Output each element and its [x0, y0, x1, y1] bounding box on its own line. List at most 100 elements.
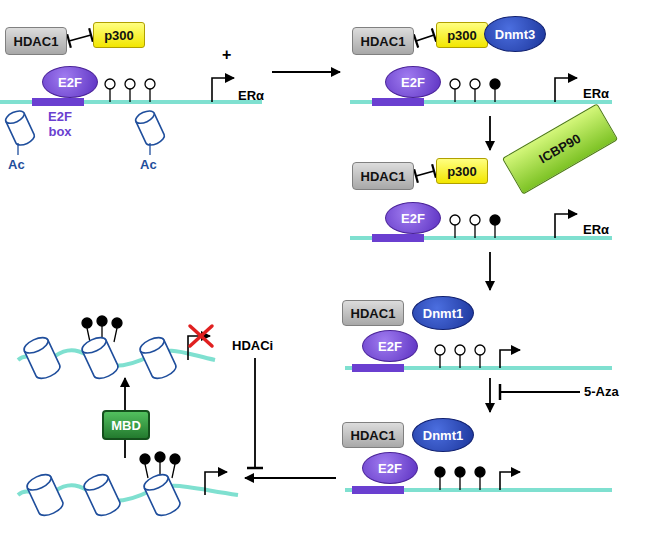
annotation-label: ERα: [583, 222, 609, 237]
unmethylated-cpg: [455, 345, 465, 355]
nucleosome: [80, 334, 120, 381]
methylated-cpg: [440, 477, 480, 490]
annotation-label: Ac: [140, 157, 157, 172]
nucleosome: [4, 108, 36, 147]
methylated-cpg: [475, 467, 485, 477]
node-label: p300: [447, 164, 477, 179]
e2f-box-bar: [352, 486, 404, 494]
annotation-label: Ac: [8, 157, 25, 172]
unmethylated-cpg: [450, 215, 460, 225]
nucleosome: [80, 334, 109, 356]
unmethylated-cpg: [450, 79, 460, 89]
protein-box: HDAC1: [342, 300, 404, 326]
e2f-box-bar: [352, 364, 404, 372]
protein-box: MBD: [102, 410, 150, 440]
process-arrow: [245, 477, 336, 479]
methylated-cpg: [490, 215, 500, 225]
methylated-cpg: [170, 454, 180, 464]
nucleosome: [134, 108, 156, 126]
process-arrow: [272, 71, 340, 73]
unmethylated-cpg: [105, 79, 115, 89]
node-label: p300: [104, 28, 134, 43]
transcription-start-arrow: [188, 78, 577, 495]
nucleosome: [22, 334, 62, 381]
transcription-start-arrow: [555, 78, 577, 102]
unmethylated-cpg: [475, 345, 485, 355]
protein-oval: E2F: [362, 330, 418, 362]
node-label: HDAC1: [351, 306, 396, 321]
protein-box: p300: [436, 158, 488, 184]
unmethylated-cpg: [105, 79, 485, 368]
inhibition-line: [255, 358, 580, 468]
unmethylated-cpg: [110, 89, 150, 102]
node-label: Dnmt3: [495, 27, 535, 42]
protein-oval: E2F: [385, 66, 441, 98]
blocked-transcription-mark: [190, 326, 212, 346]
methylated-cpg: [494, 89, 495, 102]
protein-oval: Dnmt1: [412, 296, 474, 330]
nucleosome: [82, 471, 111, 493]
methylated-cpg: [494, 225, 495, 238]
transcription-start-arrow: [500, 350, 520, 368]
e2f-box-bar: [372, 234, 424, 242]
blocked-transcription-mark: [190, 326, 212, 346]
transcription-start-arrow: [555, 214, 577, 238]
nucleosome: [142, 471, 182, 518]
inhibition-connector: [69, 35, 91, 41]
leader-line: [149, 143, 150, 155]
protein-oval: E2F: [385, 202, 441, 234]
node-label: p300: [447, 28, 477, 43]
annotation-label: HDACi: [232, 338, 273, 353]
e2f-box-bar: [32, 98, 84, 106]
node-label: E2F: [401, 211, 425, 226]
nucleosome: [4, 108, 26, 126]
nucleosome: [138, 334, 167, 356]
protein-oval: Dnmt1: [412, 418, 474, 452]
transcription-start-arrow: [205, 472, 227, 495]
unmethylated-cpg: [470, 215, 480, 225]
blocked-transcription-mark: [190, 326, 212, 346]
inhibition-connector: [416, 35, 434, 41]
protein-box: HDAC1: [342, 422, 404, 448]
transcription-start-arrow: [500, 472, 520, 490]
nucleosome: [25, 471, 54, 493]
process-arrow: [489, 378, 491, 412]
methylated-cpg: [82, 318, 92, 328]
protein-oval: E2F: [42, 66, 98, 98]
e2f-box-bar: [32, 98, 424, 494]
node-label: E2F: [58, 75, 82, 90]
methylated-cpg: [112, 318, 122, 328]
node-label: HDAC1: [14, 34, 59, 49]
unmethylated-cpg: [440, 355, 480, 368]
methylated-cpg: [97, 316, 107, 326]
unmethylated-cpg: [455, 89, 475, 102]
protein-box: HDAC1: [352, 162, 414, 190]
methylated-cpg: [82, 79, 500, 490]
node-label: HDAC1: [361, 169, 406, 184]
protein-box: HDAC1: [5, 27, 67, 55]
unmethylated-cpg: [455, 225, 475, 238]
inhibition-line: [500, 391, 580, 393]
protein-oval: Dnmt3: [484, 16, 546, 52]
annotation-label: E2F box: [38, 110, 82, 140]
protein-box: HDAC1: [352, 27, 414, 55]
process-arrow: [125, 72, 490, 478]
nucleosome: [4, 108, 182, 518]
nucleosome: [22, 334, 51, 356]
methylated-cpg: [155, 452, 165, 462]
node-label: Dnmt1: [423, 428, 463, 443]
unmethylated-cpg: [470, 79, 480, 89]
protein-box: p300: [93, 22, 145, 48]
node-label: MBD: [111, 418, 141, 433]
nucleosome: [142, 471, 171, 493]
annotation-label: 5-Aza: [584, 384, 619, 399]
nucleosome: [82, 471, 122, 518]
nucleosome: [25, 471, 65, 518]
node-label: Dnmt1: [423, 306, 463, 321]
node-label: HDAC1: [361, 34, 406, 49]
methylated-cpg: [455, 467, 465, 477]
node-label: ICBP90: [537, 131, 584, 167]
node-label: E2F: [378, 339, 402, 354]
methylated-cpg: [140, 454, 150, 464]
